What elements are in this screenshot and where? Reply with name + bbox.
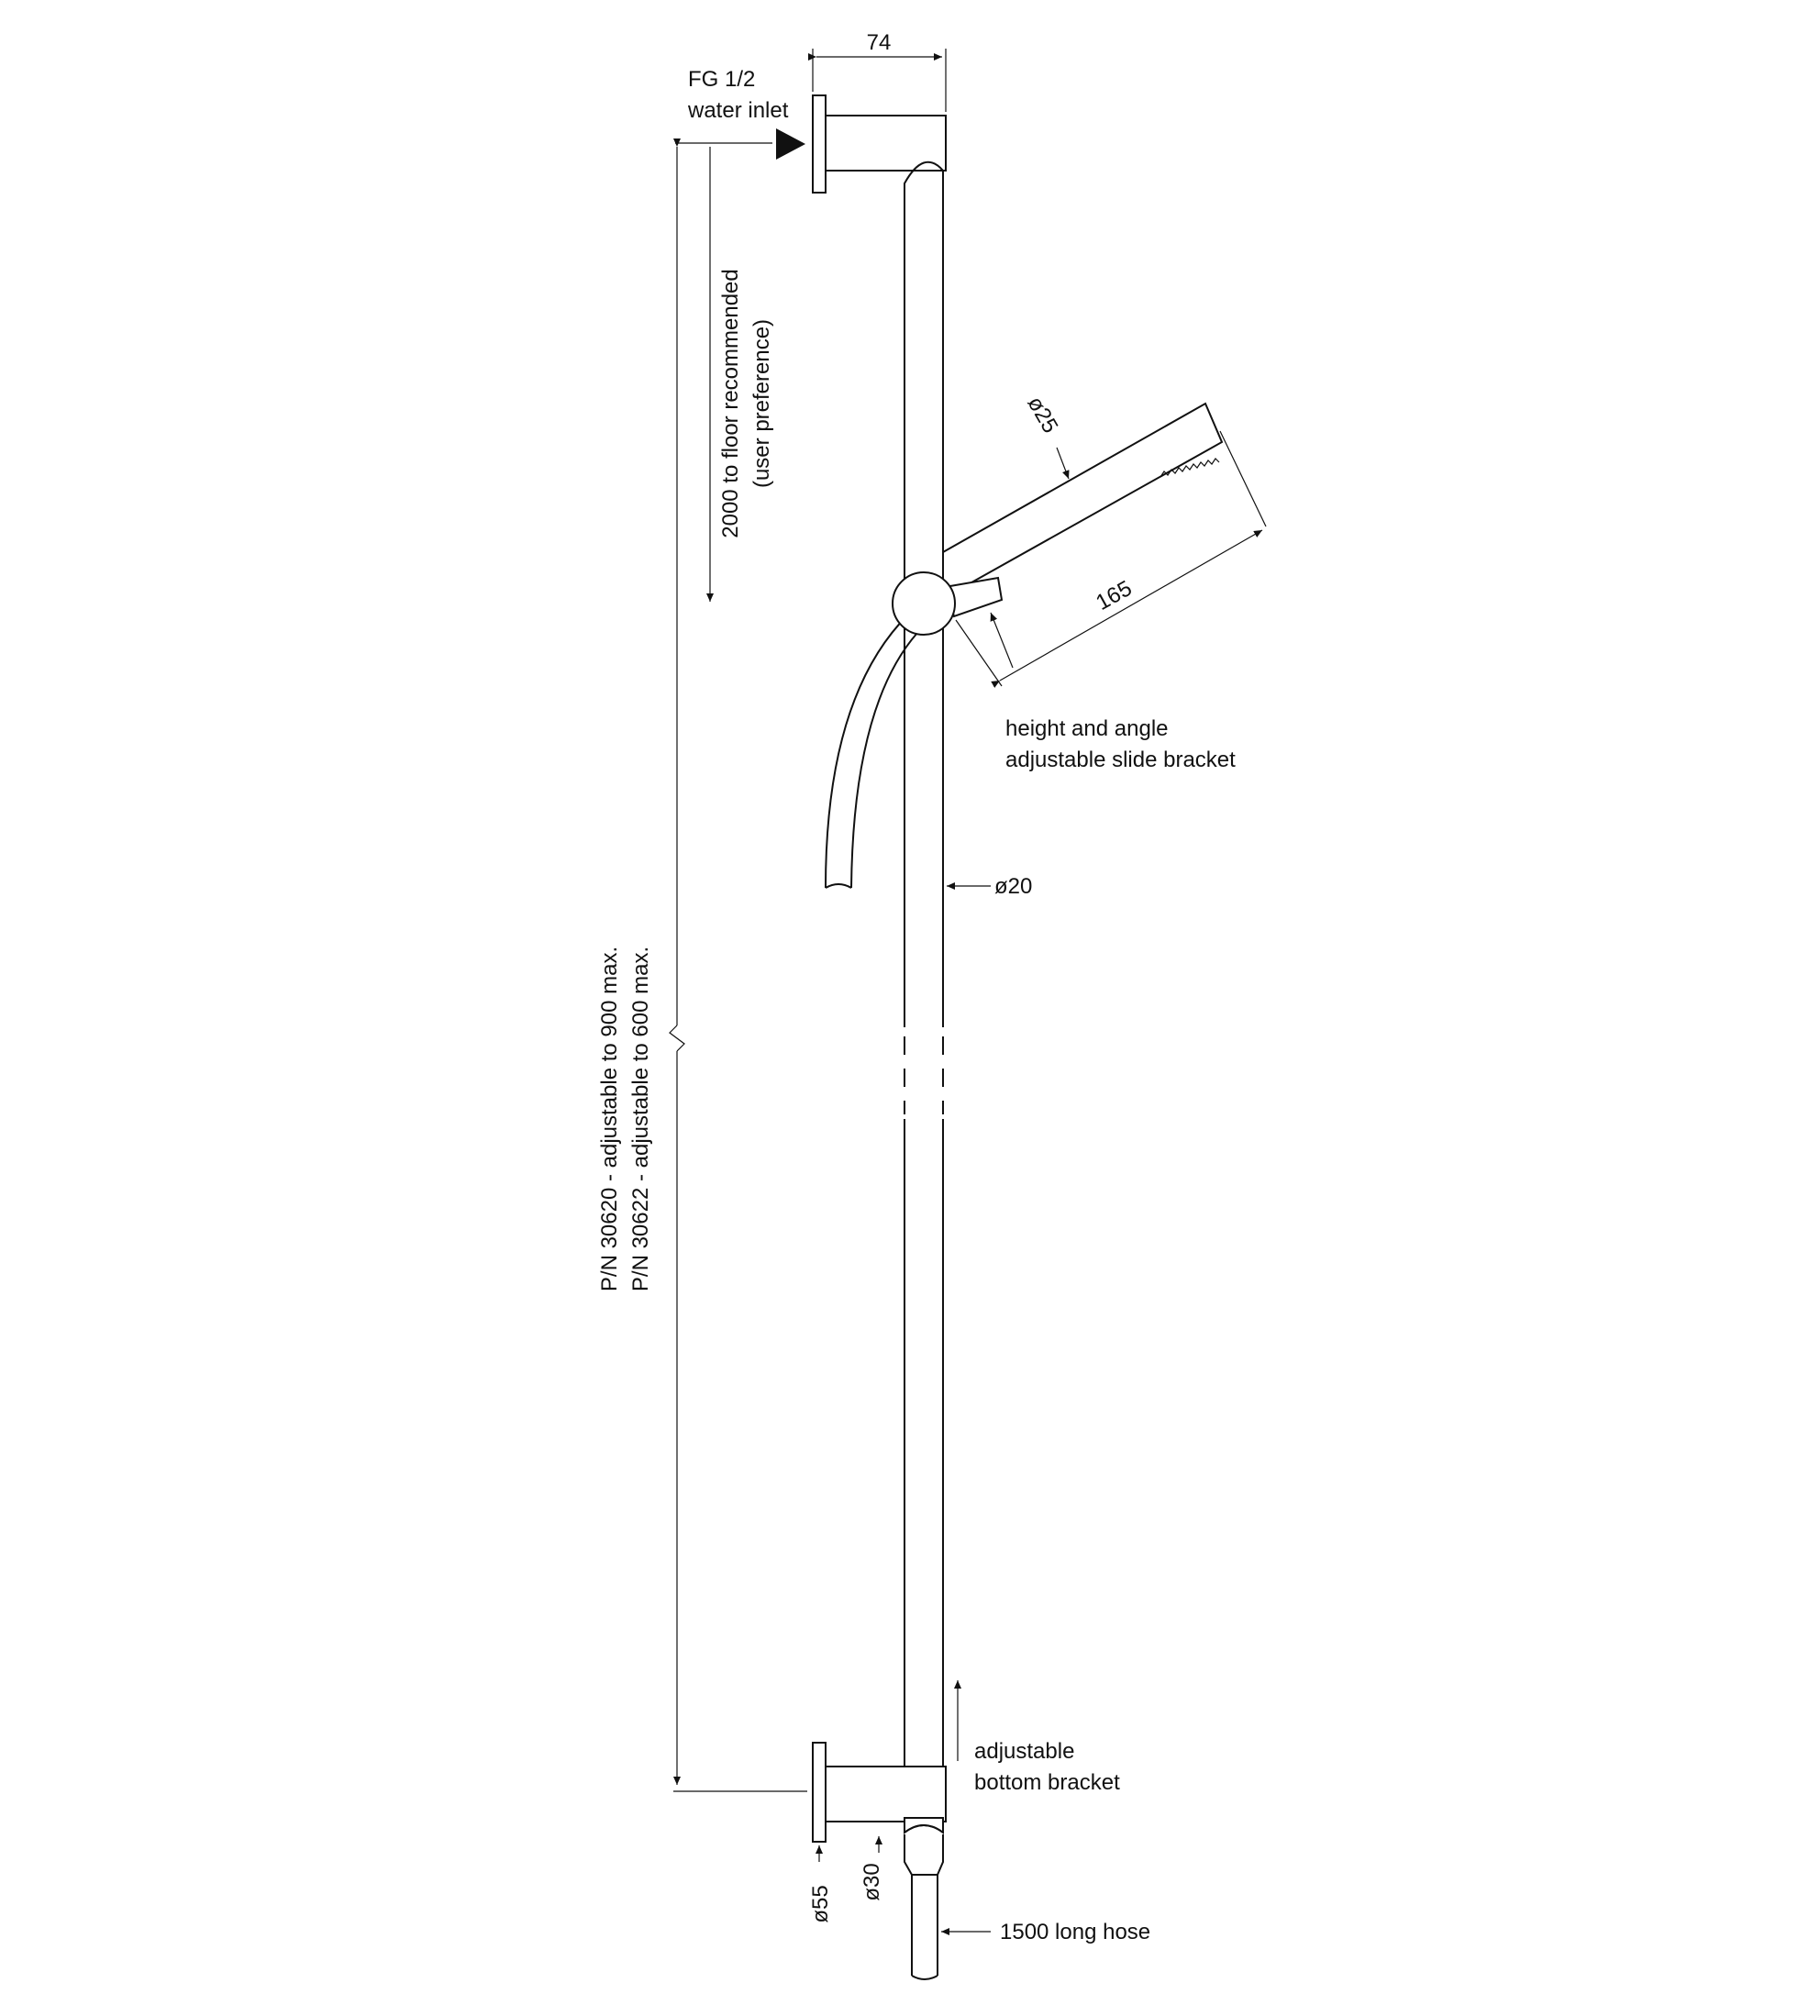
slide-bracket [892,571,1004,636]
bottom-bracket-label-line2: bottom bracket [974,1770,1120,1795]
floor-label-line1: 2000 to floor recommended [718,269,743,538]
dimension-74: 74 [808,30,947,112]
floor-label-line2: (user preference) [749,319,774,488]
water-inlet-marker: FG 1/2 water inlet [687,67,805,160]
bottom-bracket-callout: adjustable bottom bracket [954,1680,1120,1795]
bottom-bracket-label-line1: adjustable [974,1739,1074,1764]
dimension-74-label: 74 [867,30,892,55]
bracket-diameter-label: ø30 [860,1863,884,1900]
slide-bracket-label-line1: height and angle [1005,716,1169,741]
hose-lower [904,1834,944,1980]
dimension-floor-height: 2000 to floor recommended (user preferen… [675,142,774,602]
slide-bracket-label-line2: adjustable slide bracket [1005,748,1236,772]
shower-hose-upper [825,614,918,889]
inlet-label-line1: FG 1/2 [688,67,755,92]
rail-diameter-label: ø20 [994,874,1032,899]
slide-bracket-callout: height and angle adjustable slide bracke… [990,612,1236,772]
top-wall-bracket [812,94,947,194]
pn-label-line2: P/N 30622 - adjustable to 600 max. [628,947,653,1291]
inlet-arrow-icon [776,128,805,160]
dimension-165: 165 [955,430,1267,688]
head-diameter-label: ø25 [1022,393,1062,438]
pn-label-line1: P/N 30620 - adjustable to 900 max. [597,947,622,1291]
dimension-rail-diameter: ø20 [947,874,1032,899]
dimension-bracket-diameter: ø30 [860,1836,884,1901]
hose-label: 1500 long hose [1000,1920,1150,1944]
dimension-head-diameter: ø25 [1022,393,1070,480]
hand-shower [942,402,1224,595]
inlet-label-line2: water inlet [687,98,789,123]
slide-rail [899,161,950,1776]
dimension-flange-diameter: ø55 [808,1845,833,1923]
bottom-bracket [812,1742,947,1843]
head-length-label: 165 [1092,576,1136,615]
dimension-rail-length: P/N 30620 - adjustable to 900 max. P/N 3… [597,138,807,1792]
flange-diameter-label: ø55 [808,1885,833,1922]
hose-callout: 1500 long hose [941,1920,1150,1944]
